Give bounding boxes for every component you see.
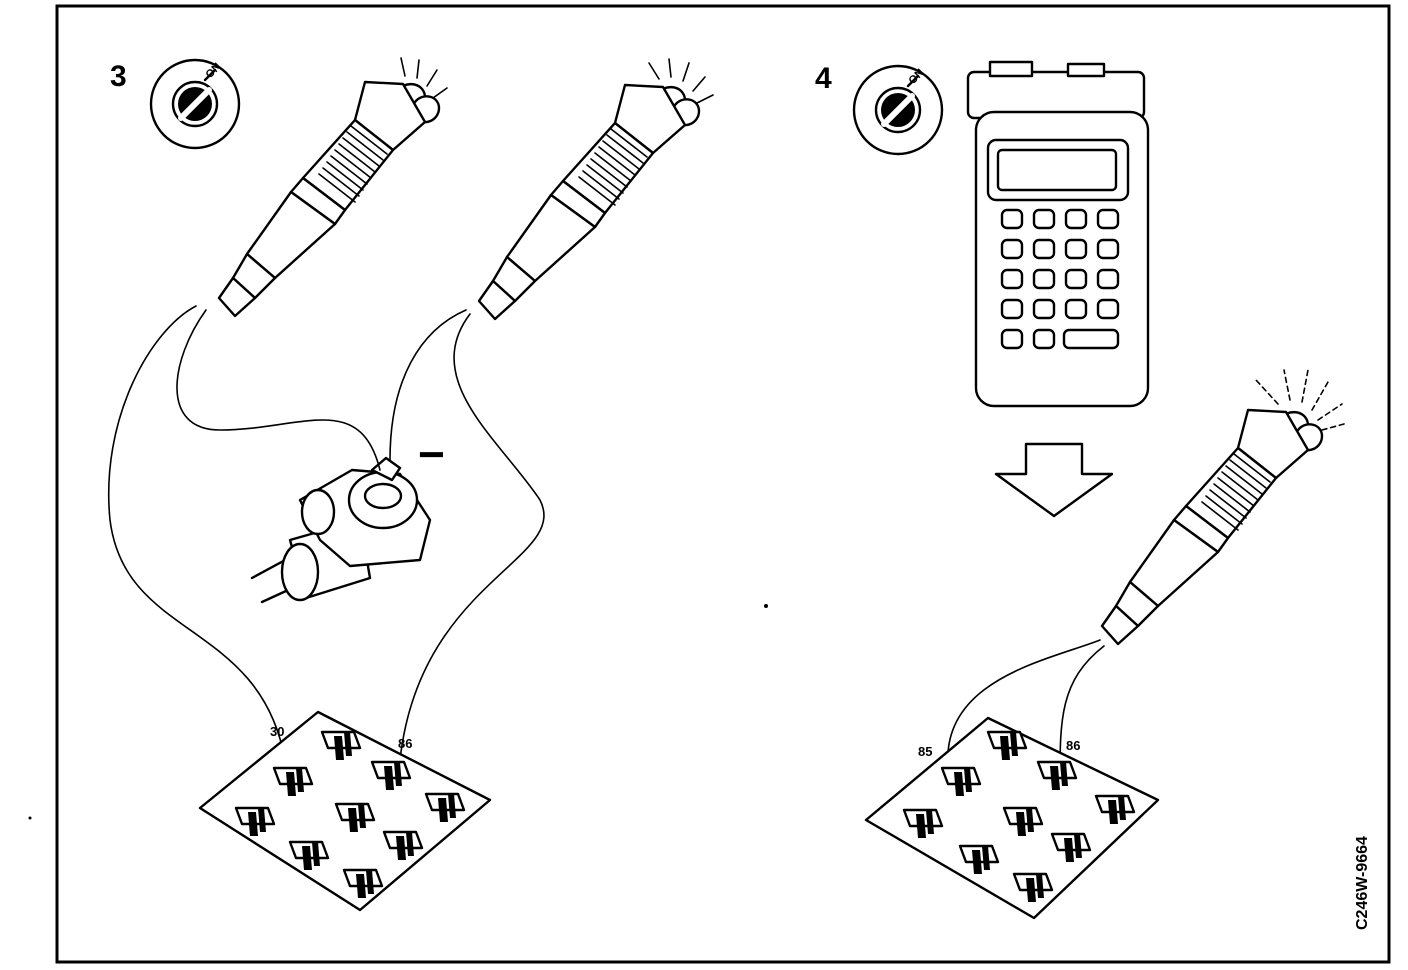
arrow-down-icon [994, 442, 1114, 518]
step-number: 4 [815, 62, 832, 95]
test-lamp-icon [477, 58, 714, 321]
step-3-panel: 3 ON [108, 57, 714, 912]
relay-pin-label: 86 [398, 736, 412, 751]
ground-minus-label: − [418, 428, 445, 480]
figure-border [55, 4, 1391, 964]
scan-speck [28, 816, 32, 820]
test-lamp-icon [217, 57, 448, 318]
relay-terminal-block [864, 716, 1160, 920]
step-4-panel: 4 ON [815, 60, 1345, 920]
battery-negative-terminal [250, 456, 432, 604]
scan-speck [764, 604, 768, 608]
relay-pin-label: 85 [918, 744, 932, 759]
scan-tool-icon [966, 60, 1150, 408]
relay-terminal-block [198, 710, 492, 912]
step-number: 3 [110, 60, 127, 93]
figure-code: C246W-9664 [1354, 836, 1371, 930]
ignition-switch-icon: ON [151, 60, 239, 148]
test-lead-wire [108, 305, 545, 761]
relay-pin-label: 30 [270, 724, 284, 739]
test-lamp-icon [1100, 369, 1345, 646]
ignition-switch-icon: ON [854, 66, 942, 154]
relay-pin-label: 86 [1066, 738, 1080, 753]
